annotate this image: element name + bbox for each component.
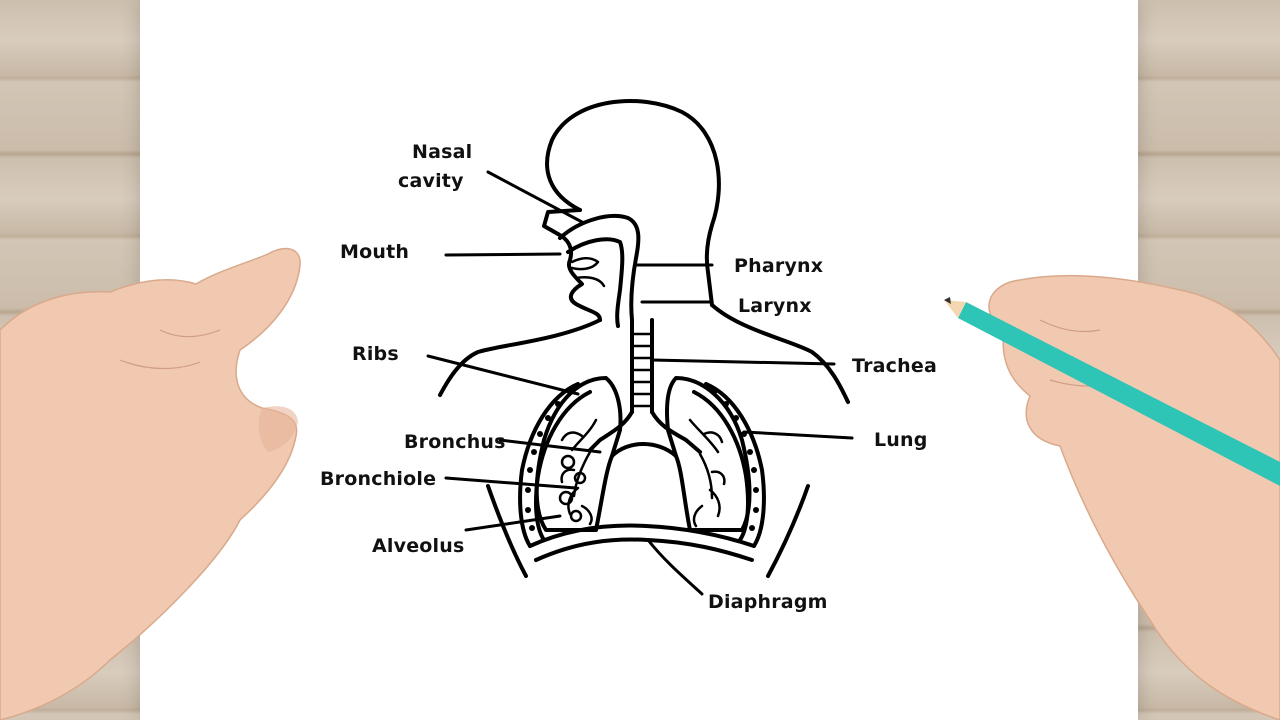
label-lung: Lung <box>874 429 928 451</box>
label-alveolus: Alveolus <box>372 535 465 557</box>
label-mouth: Mouth <box>340 241 409 263</box>
head-neck-outline <box>438 99 850 404</box>
label-bronchiole: Bronchiole <box>320 468 436 490</box>
pencil-icon <box>944 297 1280 486</box>
diagram-labels: Nasal cavity Mouth Pharynx Larynx Ribs T… <box>320 141 937 613</box>
trachea-rings <box>630 318 654 414</box>
hand-holding-pencil-icon <box>988 274 1280 720</box>
label-larynx: Larynx <box>738 295 812 317</box>
label-nasal-line1: Nasal <box>412 141 472 163</box>
nasal-pharynx-passage <box>558 214 641 328</box>
left-lung <box>534 376 623 532</box>
label-ribs: Ribs <box>352 343 399 365</box>
label-bronchus: Bronchus <box>404 431 506 453</box>
rib-cage <box>518 382 766 548</box>
label-pharynx: Pharynx <box>734 255 823 277</box>
bronchi <box>588 410 702 458</box>
hand-icon <box>0 247 301 720</box>
drawing-paper <box>140 0 1138 720</box>
label-leader-lines <box>426 170 854 596</box>
label-nasal-line2: cavity <box>398 170 464 192</box>
label-trachea: Trachea <box>852 355 937 377</box>
label-diaphragm: Diaphragm <box>708 591 828 613</box>
